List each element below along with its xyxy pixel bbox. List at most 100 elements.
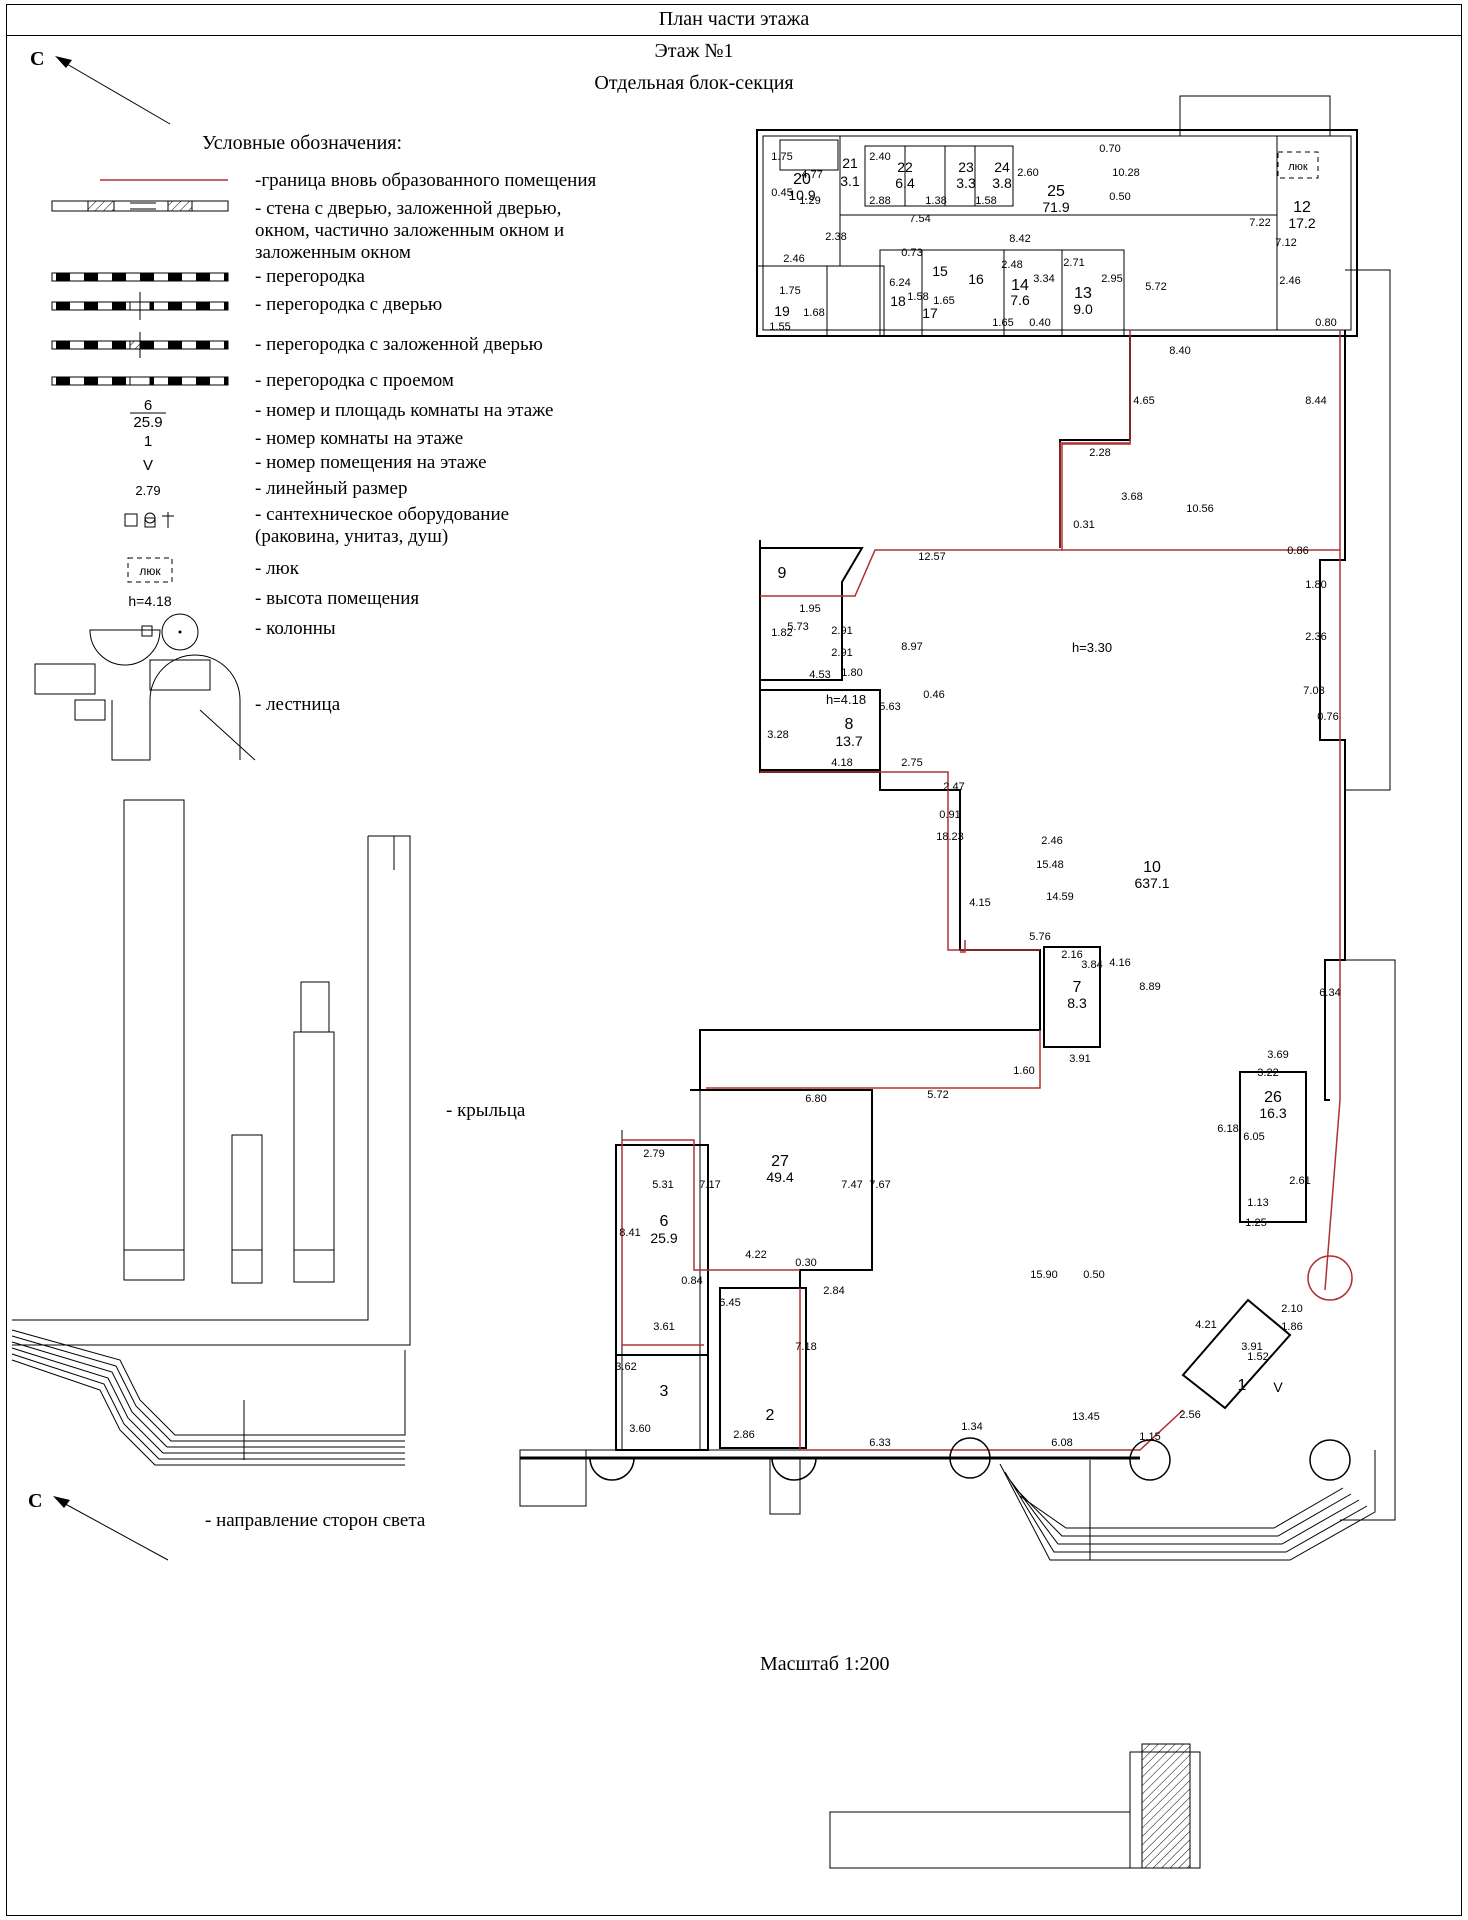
dimension-label: 0.30	[795, 1257, 816, 1269]
legend-item-partition-blocked: - перегородка с заложенной дверью	[255, 334, 543, 355]
legend-item-partition-door: - перегородка с дверью	[255, 294, 443, 315]
column-icon	[1129, 1439, 1171, 1481]
plan-title: План части этажа	[658, 8, 810, 30]
dimension-label: 0.84	[681, 1275, 702, 1287]
porch-legend-drawing	[11, 799, 411, 1466]
room-label: 7	[1073, 979, 1082, 996]
dimension-label: 2.86	[733, 1429, 754, 1441]
room-area: 49.4	[766, 1169, 793, 1185]
dimension-label: 4.22	[745, 1249, 766, 1261]
dimension-label: 1.55	[769, 321, 790, 333]
plan-porch-steps	[519, 1449, 1376, 1561]
dimension-label: 6.34	[1319, 987, 1340, 999]
sample-dimension: 2.79	[135, 483, 160, 498]
dimension-label: 2.56	[1179, 1409, 1200, 1421]
dimension-label: 6.80	[805, 1093, 826, 1105]
dimension-label: 3.22	[1257, 1067, 1278, 1079]
dimension-label: 6.08	[1051, 1437, 1072, 1449]
dimension-label: 0.50	[1109, 191, 1130, 203]
dimension-label: 0.80	[1315, 317, 1336, 329]
dimension-label: 2.46	[783, 253, 804, 265]
dimension-label: 1.60	[1013, 1065, 1034, 1077]
dimension-label: 13.45	[1072, 1411, 1100, 1423]
room-label: 25	[1047, 183, 1065, 200]
dimension-label: 2.84	[823, 1285, 844, 1297]
dimension-label: 3.34	[1033, 273, 1054, 285]
legend-item-plumbing-1: - сантехническое оборудование	[255, 504, 510, 525]
room-area: 71.9	[1042, 199, 1069, 215]
dimension-label: 3.60	[629, 1423, 650, 1435]
legend-item-partition: - перегородка	[255, 266, 365, 287]
dimension-label: 7.22	[1249, 217, 1270, 229]
dimension-label: 5.76	[1029, 931, 1050, 943]
legend-item-plumbing-2: (раковина, унитаз, душ)	[255, 526, 449, 547]
dimension-label: 2.46	[1279, 275, 1300, 287]
dimension-label: 1.75	[779, 285, 800, 297]
legend-item-partition-opening: - перегородка с проемом	[255, 370, 454, 391]
sample-premise: V	[143, 457, 153, 474]
dimension-label: 0.86	[1287, 545, 1308, 557]
sample-height: h=4.18	[128, 593, 171, 609]
dimension-label: 10.28	[1112, 167, 1140, 179]
svg-text:люк: люк	[1288, 161, 1308, 173]
dimension-label: 8.42	[1009, 233, 1030, 245]
porch-steps	[11, 1329, 406, 1466]
dimension-label: 5.63	[879, 701, 900, 713]
title-bar	[6, 4, 1462, 36]
dimension-label: 14.59	[1046, 891, 1074, 903]
dimension-label: 0.91	[939, 809, 960, 821]
legend-item-wall-2: окном, частично заложенным окном и	[255, 220, 565, 241]
partition-door-icon	[51, 292, 229, 320]
room-label: 16	[968, 271, 984, 287]
wall-symbol-icon	[51, 200, 229, 212]
room-label: 9	[778, 565, 787, 582]
partition-opening-icon	[51, 376, 229, 386]
legend-item-wall-3: заложенным окном	[255, 242, 411, 263]
room-label: 19	[774, 303, 790, 319]
room-label: 12	[1293, 199, 1311, 216]
dimension-label: 8.97	[901, 641, 922, 653]
dimension-label: 2.10	[1281, 1303, 1302, 1315]
dimension-label: 6.05	[1243, 1131, 1264, 1143]
dimension-label: 8.41	[619, 1227, 640, 1239]
dimension-label: 1.15	[1139, 1431, 1160, 1443]
dimension-label: 4.53	[809, 669, 830, 681]
location-minimap	[829, 1743, 1201, 1869]
dimension-label: 2.79	[643, 1148, 664, 1160]
room-area: 8.3	[1067, 995, 1087, 1011]
dimension-label: 4.18	[831, 757, 852, 769]
dimension-label: 15.48	[1036, 859, 1064, 871]
dimension-label: 3.69	[1267, 1049, 1288, 1061]
room-label: 24	[994, 159, 1010, 175]
dimension-label: 1.80	[1305, 579, 1326, 591]
dimension-label: 7.17	[699, 1179, 720, 1191]
dimension-label: 2.48	[1001, 259, 1022, 271]
dimension-label: 4.15	[969, 897, 990, 909]
height-label: h=4.18	[826, 692, 866, 707]
room-area: 6.4	[895, 175, 915, 191]
dimension-label: 6.45	[719, 1297, 740, 1309]
legend-item-height: - высота помещения	[255, 588, 420, 609]
dimension-label: 4.16	[1109, 957, 1130, 969]
dimension-label: 3.61	[653, 1321, 674, 1333]
dimension-label: 0.46	[923, 689, 944, 701]
dimension-label: 5.73	[787, 621, 808, 633]
legend-symbols: 6 25.9 1 V 2.79 люк h=4.18	[34, 179, 256, 761]
room-label: 1	[1238, 1377, 1247, 1394]
room-area: 637.1	[1134, 875, 1169, 891]
room-label: 6	[660, 1213, 669, 1230]
dimension-label: 7.03	[1303, 685, 1324, 697]
dimension-label: 2.36	[1305, 631, 1326, 643]
legend-item-porches: - крыльца	[446, 1100, 526, 1121]
dimension-label: 8.44	[1305, 395, 1326, 407]
dimension-label: 2.38	[825, 231, 846, 243]
svg-text:люк: люк	[139, 564, 161, 578]
room-area: 13.7	[835, 733, 862, 749]
dimension-label: 0.31	[1073, 519, 1094, 531]
room-label: 22	[897, 159, 913, 175]
dimension-label: 7.12	[1275, 237, 1296, 249]
legend-item-columns: - колонны	[255, 618, 336, 639]
compass-north-label-legend: С	[28, 1490, 43, 1512]
legend-item-room-area: - номер и площадь комнаты на этаже	[255, 400, 554, 421]
